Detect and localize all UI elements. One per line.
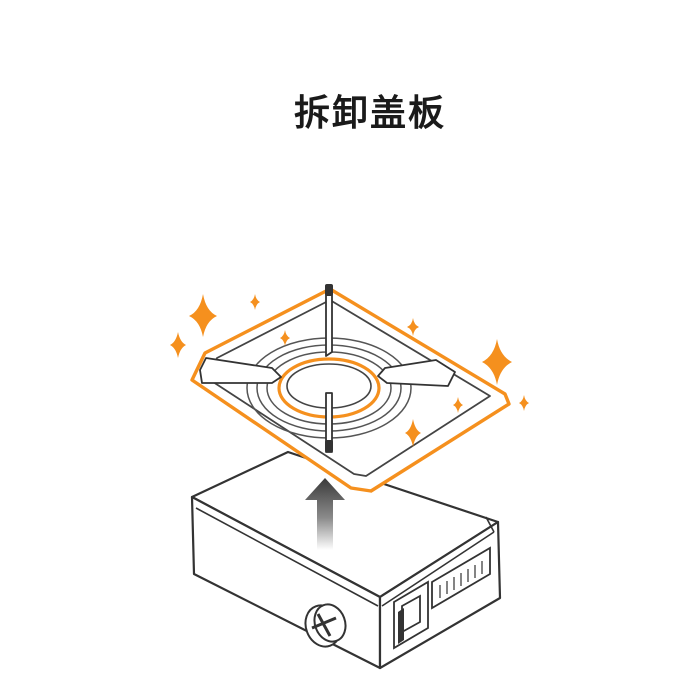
sparkle-icon [280,330,290,346]
sparkle-icon [170,332,186,358]
stove-cover-plate [190,284,511,493]
page-title: 拆卸盖板 [293,93,446,134]
up-arrow-icon [305,478,345,550]
sparkle-icons [170,294,529,447]
sparkle-icon [407,318,419,336]
sparkle-icon [453,397,463,413]
knob-icon [304,603,347,648]
sparkle-icon [250,294,260,310]
front-panel [393,546,491,650]
sparkle-icon [482,339,512,385]
sparkle-icon [189,294,217,337]
sparkle-icon [405,419,421,447]
sparkle-icon [519,395,529,411]
